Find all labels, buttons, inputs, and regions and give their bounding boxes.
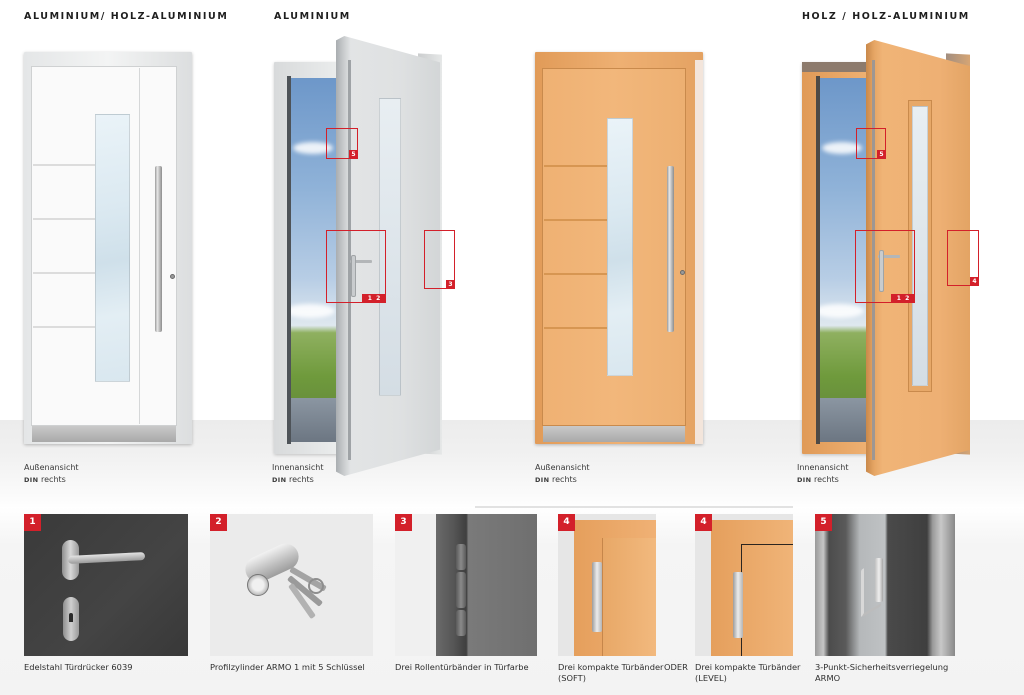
pull-handle[interactable] (155, 166, 162, 332)
pull-handle[interactable] (667, 166, 674, 332)
feature-label-4-level: Drei kompakte Türbänder (LEVEL) (695, 662, 801, 683)
decor-groove (544, 165, 607, 167)
din-label: DIN rechts (797, 475, 839, 484)
handle-rosette (351, 255, 356, 297)
compact-hinge-icon (592, 562, 602, 632)
outdoor-view (291, 78, 337, 442)
heading-aluminium: ALUMINIUM (274, 11, 351, 22)
frame-seal (816, 76, 820, 444)
hook-latch-icon (861, 558, 881, 618)
view-label: Außenansicht (535, 463, 590, 472)
view-label: Innenansicht (797, 463, 849, 472)
decor-groove (33, 272, 95, 274)
feature-badge: 2 (210, 514, 227, 531)
feature-label-5: 3-Punkt-Sicherheitsverriegelung ARMO (815, 662, 949, 683)
keys-icon (282, 566, 332, 620)
glass-panel (379, 98, 401, 396)
feature-label-3: Drei Rollentürbänder in Türfarbe (395, 662, 529, 672)
lock-bolt-icon (875, 558, 883, 602)
keyhole-escutcheon-icon (63, 597, 79, 641)
decor-groove (33, 164, 95, 166)
door-edge (436, 514, 537, 656)
roller-hinge-icon (456, 544, 466, 636)
panel-seam (139, 68, 140, 424)
feature-label-1: Edelstahl Türdrücker 6039 (24, 662, 133, 672)
callout-1-2[interactable]: 1 2 (326, 230, 386, 303)
din-label: DIN rechts (24, 475, 66, 484)
feature-thumb-1[interactable]: 1 (24, 514, 188, 656)
callout-5[interactable]: 5 (326, 128, 358, 159)
decor-groove (33, 326, 95, 328)
frame-header (802, 62, 872, 72)
flush-seam (741, 544, 793, 656)
feature-badge: 3 (395, 514, 412, 531)
or-label: ODER (664, 662, 688, 672)
outdoor-view (820, 78, 866, 442)
heading-holz-holz-aluminium: HOLZ / HOLZ-ALUMINIUM (802, 11, 970, 22)
handle-rosette (879, 250, 884, 292)
view-label: Innenansicht (272, 463, 324, 472)
decor-groove (544, 219, 607, 221)
decor-groove (544, 327, 607, 329)
callout-5[interactable]: 5 (856, 128, 886, 159)
feature-badge: 5 (815, 514, 832, 531)
feature-badge: 4 (558, 514, 575, 531)
lever-handle[interactable] (878, 255, 900, 258)
lock-edge (872, 60, 875, 460)
divider (475, 506, 793, 508)
door-leaf-wood (602, 538, 656, 656)
callout-1-2[interactable]: 1 2 (855, 230, 915, 303)
lock-edge (348, 60, 351, 460)
compact-hinge-icon (733, 572, 743, 638)
lock-cylinder (680, 270, 685, 275)
feature-label-2: Profilzylinder ARMO 1 mit 5 Schlüssel (210, 662, 365, 672)
glass-panel (607, 118, 633, 376)
caption-door-4: Innenansicht DIN rechts (797, 462, 848, 486)
decor-groove (544, 273, 607, 275)
feature-thumb-4-soft[interactable]: 4 (558, 514, 656, 656)
view-label: Außenansicht (24, 463, 79, 472)
kick-plate (543, 426, 685, 442)
din-label: DIN rechts (272, 475, 314, 484)
caption-door-1: Außenansicht DIN rechts (24, 462, 79, 486)
feature-label-4-soft: Drei kompakte Türbänder (SOFT) (558, 662, 664, 683)
feature-thumb-2[interactable]: 2 (210, 514, 373, 656)
lever-icon (67, 551, 146, 565)
wall-edge (695, 60, 703, 444)
feature-thumb-4-level[interactable]: 4 (695, 514, 793, 656)
lever-handle[interactable] (350, 260, 372, 263)
decor-groove (33, 218, 95, 220)
din-label: DIN rechts (535, 475, 577, 484)
cylinder-face-icon (247, 574, 269, 596)
kick-plate (32, 426, 176, 442)
lock-cylinder (170, 274, 175, 279)
callout-4[interactable]: 4 (947, 230, 979, 286)
callout-3[interactable]: 3 (424, 230, 455, 289)
caption-door-2: Innenansicht DIN rechts (272, 462, 323, 486)
glass-panel (95, 114, 130, 382)
heading-aluminium-holz-aluminium: ALUMINIUM/ HOLZ-ALUMINIUM (24, 11, 229, 22)
feature-thumb-5[interactable]: 5 (815, 514, 955, 656)
feature-badge: 4 (695, 514, 712, 531)
caption-door-3: Außenansicht DIN rechts (535, 462, 590, 486)
door-leaf-wood (711, 520, 793, 656)
frame-seal (287, 76, 291, 444)
feature-thumb-3[interactable]: 3 (395, 514, 537, 656)
glass-panel (912, 106, 928, 386)
feature-badge: 1 (24, 514, 41, 531)
